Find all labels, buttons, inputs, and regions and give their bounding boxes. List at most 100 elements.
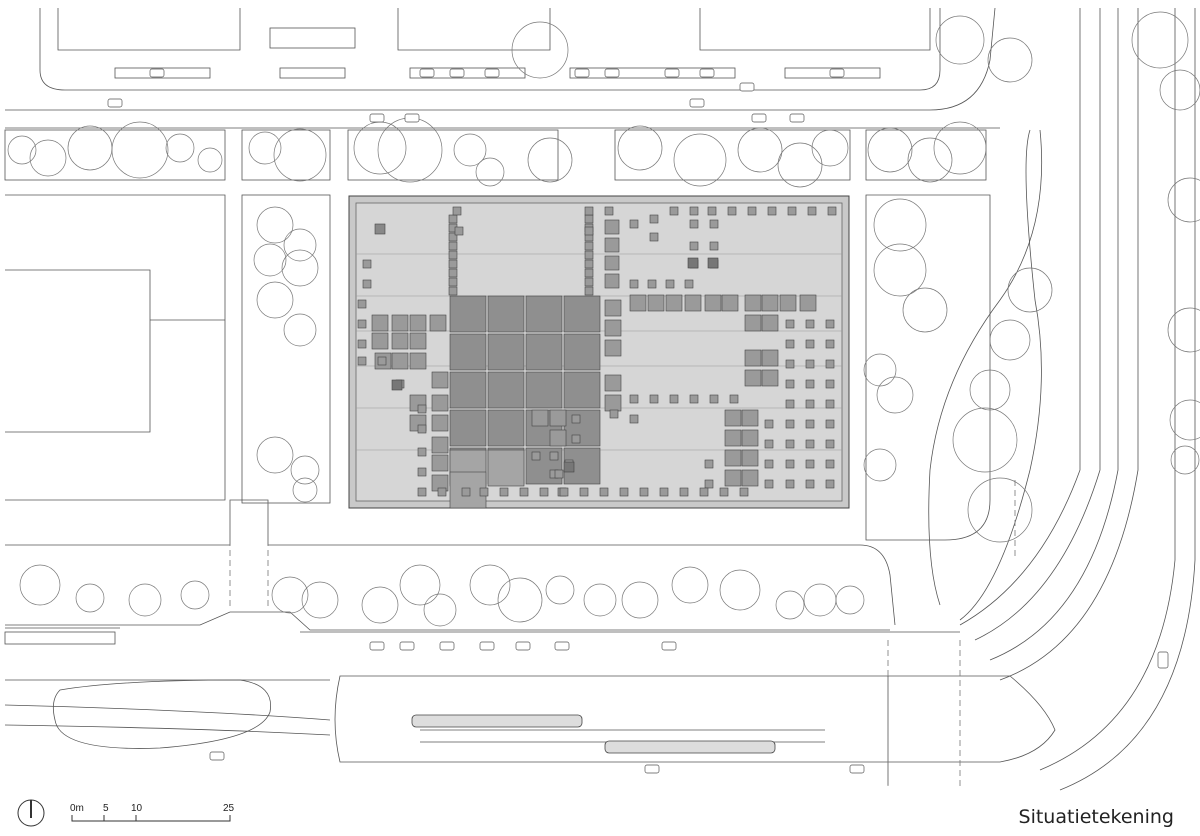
skylight	[741, 449, 759, 467]
car-symbol	[439, 641, 455, 651]
tree-symbol	[256, 436, 294, 474]
tree-symbol	[583, 583, 617, 617]
skylight	[391, 314, 409, 332]
skylight	[431, 454, 449, 472]
skylight	[761, 294, 779, 312]
car-symbol	[661, 641, 677, 651]
skylight	[531, 409, 549, 427]
tree-symbol	[835, 585, 865, 615]
skylight	[584, 286, 594, 296]
skylight	[761, 349, 779, 367]
tree-symbol	[128, 583, 162, 617]
tree-symbol	[989, 319, 1031, 361]
tree-symbol	[1007, 267, 1053, 313]
skylight	[665, 279, 675, 289]
skylight	[525, 333, 563, 371]
car-symbol	[369, 641, 385, 651]
skylight	[825, 419, 835, 429]
skylight	[799, 294, 817, 312]
skylight	[825, 439, 835, 449]
skylight	[554, 469, 564, 479]
tree-symbol	[7, 135, 37, 165]
skylight	[448, 214, 458, 224]
skylight	[805, 479, 815, 489]
car-symbol	[664, 68, 680, 78]
tree-symbol	[453, 133, 487, 167]
tree-symbol	[283, 228, 317, 262]
skylight	[825, 459, 835, 469]
skylight	[785, 459, 795, 469]
car-symbol	[829, 68, 845, 78]
scale-label-25: 25	[223, 803, 235, 814]
car-symbol	[574, 68, 590, 78]
tree-symbol	[361, 586, 399, 624]
skylight	[604, 219, 620, 235]
skylight	[604, 394, 622, 412]
tree-symbol	[952, 407, 1018, 473]
car-symbol	[399, 641, 415, 651]
skylight	[785, 419, 795, 429]
skylight	[357, 356, 367, 366]
tree-symbol	[545, 575, 575, 605]
skylight	[764, 459, 774, 469]
tree-symbol	[248, 131, 282, 165]
skylight	[827, 206, 837, 216]
skylight	[665, 294, 683, 312]
skylight	[563, 371, 601, 409]
skylight	[825, 359, 835, 369]
skylight	[371, 332, 389, 350]
tree-symbol	[1170, 445, 1200, 475]
skylight	[704, 479, 714, 489]
skylight	[805, 379, 815, 389]
skylight	[563, 295, 601, 333]
skylight	[549, 429, 567, 447]
skylight	[448, 250, 458, 260]
scale-label-0: 0m	[70, 803, 84, 814]
skylight	[604, 319, 622, 337]
skylight	[584, 268, 594, 278]
skylight	[449, 333, 487, 371]
skylight	[825, 399, 835, 409]
skylight	[649, 232, 659, 242]
tree-symbol	[165, 133, 195, 163]
tree-symbol	[969, 369, 1011, 411]
skylight	[704, 294, 722, 312]
scale-bar	[71, 815, 231, 822]
skylight	[362, 259, 372, 269]
skylight	[764, 419, 774, 429]
skylight	[679, 487, 689, 497]
tree-symbol	[256, 281, 294, 319]
tree-symbol	[281, 249, 319, 287]
skylight	[448, 286, 458, 296]
skylight	[604, 237, 620, 253]
skylight	[448, 232, 458, 242]
skylight	[629, 279, 639, 289]
skylight	[487, 449, 525, 487]
skylight	[584, 250, 594, 260]
tree-symbol	[75, 583, 105, 613]
skylight	[805, 459, 815, 469]
tree-symbol	[873, 198, 927, 252]
skylight	[744, 369, 762, 387]
skylight	[741, 469, 759, 487]
skylight	[767, 206, 777, 216]
skylight	[454, 226, 464, 236]
tree-symbol	[902, 287, 948, 333]
skylight	[549, 409, 567, 427]
skylight	[448, 268, 458, 278]
skylight	[487, 295, 525, 333]
skylight	[785, 379, 795, 389]
skylight	[689, 219, 699, 229]
north-arrow-icon	[17, 799, 45, 827]
skylight	[429, 314, 447, 332]
tree-symbol	[1167, 177, 1200, 223]
skylight	[519, 487, 529, 497]
tree-symbol	[775, 590, 805, 620]
tree-symbol	[423, 593, 457, 627]
skylight	[487, 333, 525, 371]
car-symbol	[751, 113, 767, 123]
skylight	[805, 439, 815, 449]
car-symbol	[699, 68, 715, 78]
tree-symbol	[180, 580, 210, 610]
